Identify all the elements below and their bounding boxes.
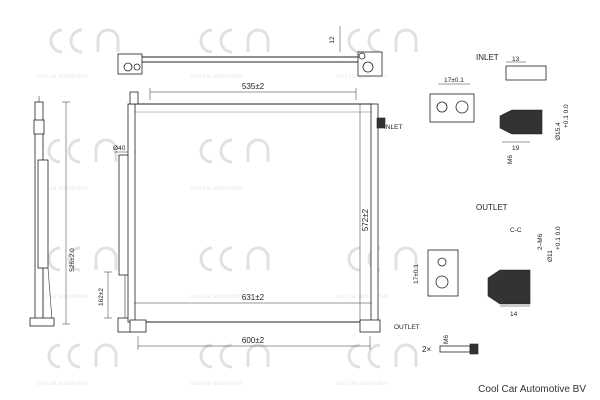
watermark-logo: cool car automotive: [36, 28, 120, 80]
fastener-detail: 2× M6: [422, 335, 479, 355]
watermark-text: cool car automotive: [336, 381, 389, 387]
dimension-outlet-bore: Ø11: [547, 250, 554, 262]
label-outlet: OUTLET: [394, 324, 420, 331]
watermark-logo: cool car automotive: [36, 138, 118, 192]
dimension-dryer-height: 162±2: [98, 288, 105, 306]
right-header-tank: [370, 103, 379, 323]
inlet-detail: INLET 13 17±0.1 19 M6 Ø15.4 +0.1 0.0: [429, 53, 570, 164]
condenser-core: [133, 103, 373, 323]
condenser-front-view: INLET OUTLET 535±2 572±2 631±2 600±2: [127, 82, 420, 350]
label-inlet: INLET: [384, 124, 402, 131]
top-left-fitting: [123, 62, 133, 72]
dimension-core-height: 572±2: [361, 208, 370, 231]
watermark-logo: cool car automotive: [190, 343, 270, 387]
watermark-logo: cool car automotive: [190, 138, 270, 192]
top-left-fitting: [133, 63, 141, 71]
watermark-text: cool car automotive: [36, 294, 89, 300]
inlet-section: [499, 109, 543, 135]
dimension-bottom-width: 600±2: [242, 336, 265, 345]
inlet-port-hole: [455, 100, 469, 114]
inlet-bolt-hole: [436, 101, 448, 113]
dimension-outlet-14: 14: [510, 311, 518, 318]
label-outlet-detail: OUTLET: [476, 203, 508, 212]
bolt-head: [469, 343, 479, 355]
label-cut-section: C-C: [510, 227, 522, 234]
dimension-inlet-13: 13: [512, 56, 520, 63]
bolt-shank: [439, 345, 471, 353]
top-left-mount: [129, 91, 139, 105]
top-right-fitting: [358, 52, 366, 60]
outlet-bolt-hole: [437, 257, 447, 267]
top-right-fitting: [362, 61, 374, 73]
watermark-logo: cool car automotive: [190, 28, 270, 80]
company-footer: Cool Car Automotive BV: [478, 384, 586, 395]
outlet-block: [427, 249, 459, 297]
watermark-logo: cool car automotive: [336, 28, 418, 80]
side-mount: [29, 317, 55, 327]
dimension-inlet-19: 19: [512, 145, 520, 152]
dimension-core-width: 631±2: [242, 293, 265, 302]
dimension-outlet-tol: +0.1 0.0: [555, 226, 562, 250]
side-view: 526±2.0: [29, 96, 76, 327]
watermark-text: cool car automotive: [190, 294, 243, 300]
left-header-tank: [127, 103, 136, 323]
watermark-text: cool car automotive: [336, 294, 389, 300]
dimension-dryer-dia: Ø40: [113, 145, 126, 152]
outlet-detail: OUTLET C-C 17±0.1 14 2–M6 Ø11 +0.1 0.0: [413, 203, 562, 318]
dimension-side-height: 526±2.0: [69, 248, 76, 272]
watermark-text: cool car automotive: [336, 74, 389, 80]
fastener-quantity: 2×: [422, 345, 431, 354]
top-view: 12: [117, 26, 383, 77]
dimension-inlet-bore: Ø15.4: [555, 122, 562, 140]
watermark-text: cool car automotive: [36, 186, 89, 192]
side-bracket: [33, 119, 45, 135]
watermark-logo: cool car automotive: [336, 343, 418, 387]
dimension-top-width: 535±2: [242, 82, 265, 91]
dimension-bolt-m6: M6: [443, 335, 450, 344]
dimension-outlet-17: 17±0.1: [413, 264, 420, 284]
bottom-left-mount: [129, 319, 147, 333]
label-inlet-detail: INLET: [476, 53, 499, 62]
watermark-text: cool car automotive: [190, 74, 243, 80]
inlet-pipe: [505, 65, 547, 81]
outlet-port-hole: [435, 275, 449, 289]
watermark-text: cool car automotive: [36, 381, 89, 387]
watermark-logo: cool car automotive: [36, 246, 118, 300]
watermark-text: cool car automotive: [190, 381, 243, 387]
watermark-layer: cool car automotive cool car automotive …: [36, 28, 418, 387]
outlet-port: [359, 319, 381, 333]
outlet-section: [487, 269, 531, 305]
dimension-outlet-m6: 2–M6: [537, 233, 544, 250]
dimension-inlet-tol: +0.1 0.0: [563, 104, 570, 128]
watermark-text: cool car automotive: [190, 186, 243, 192]
watermark-logo: cool car automotive: [190, 246, 270, 300]
watermark-text: cool car automotive: [36, 74, 89, 80]
dimension-top-height: 12: [329, 36, 336, 44]
dimension-inlet-m6: M6: [507, 155, 514, 164]
watermark-logo: cool car automotive: [36, 343, 118, 387]
side-dryer: [37, 159, 49, 269]
dimension-inlet-width: 17±0.1: [444, 77, 464, 84]
inlet-port: [376, 117, 386, 129]
